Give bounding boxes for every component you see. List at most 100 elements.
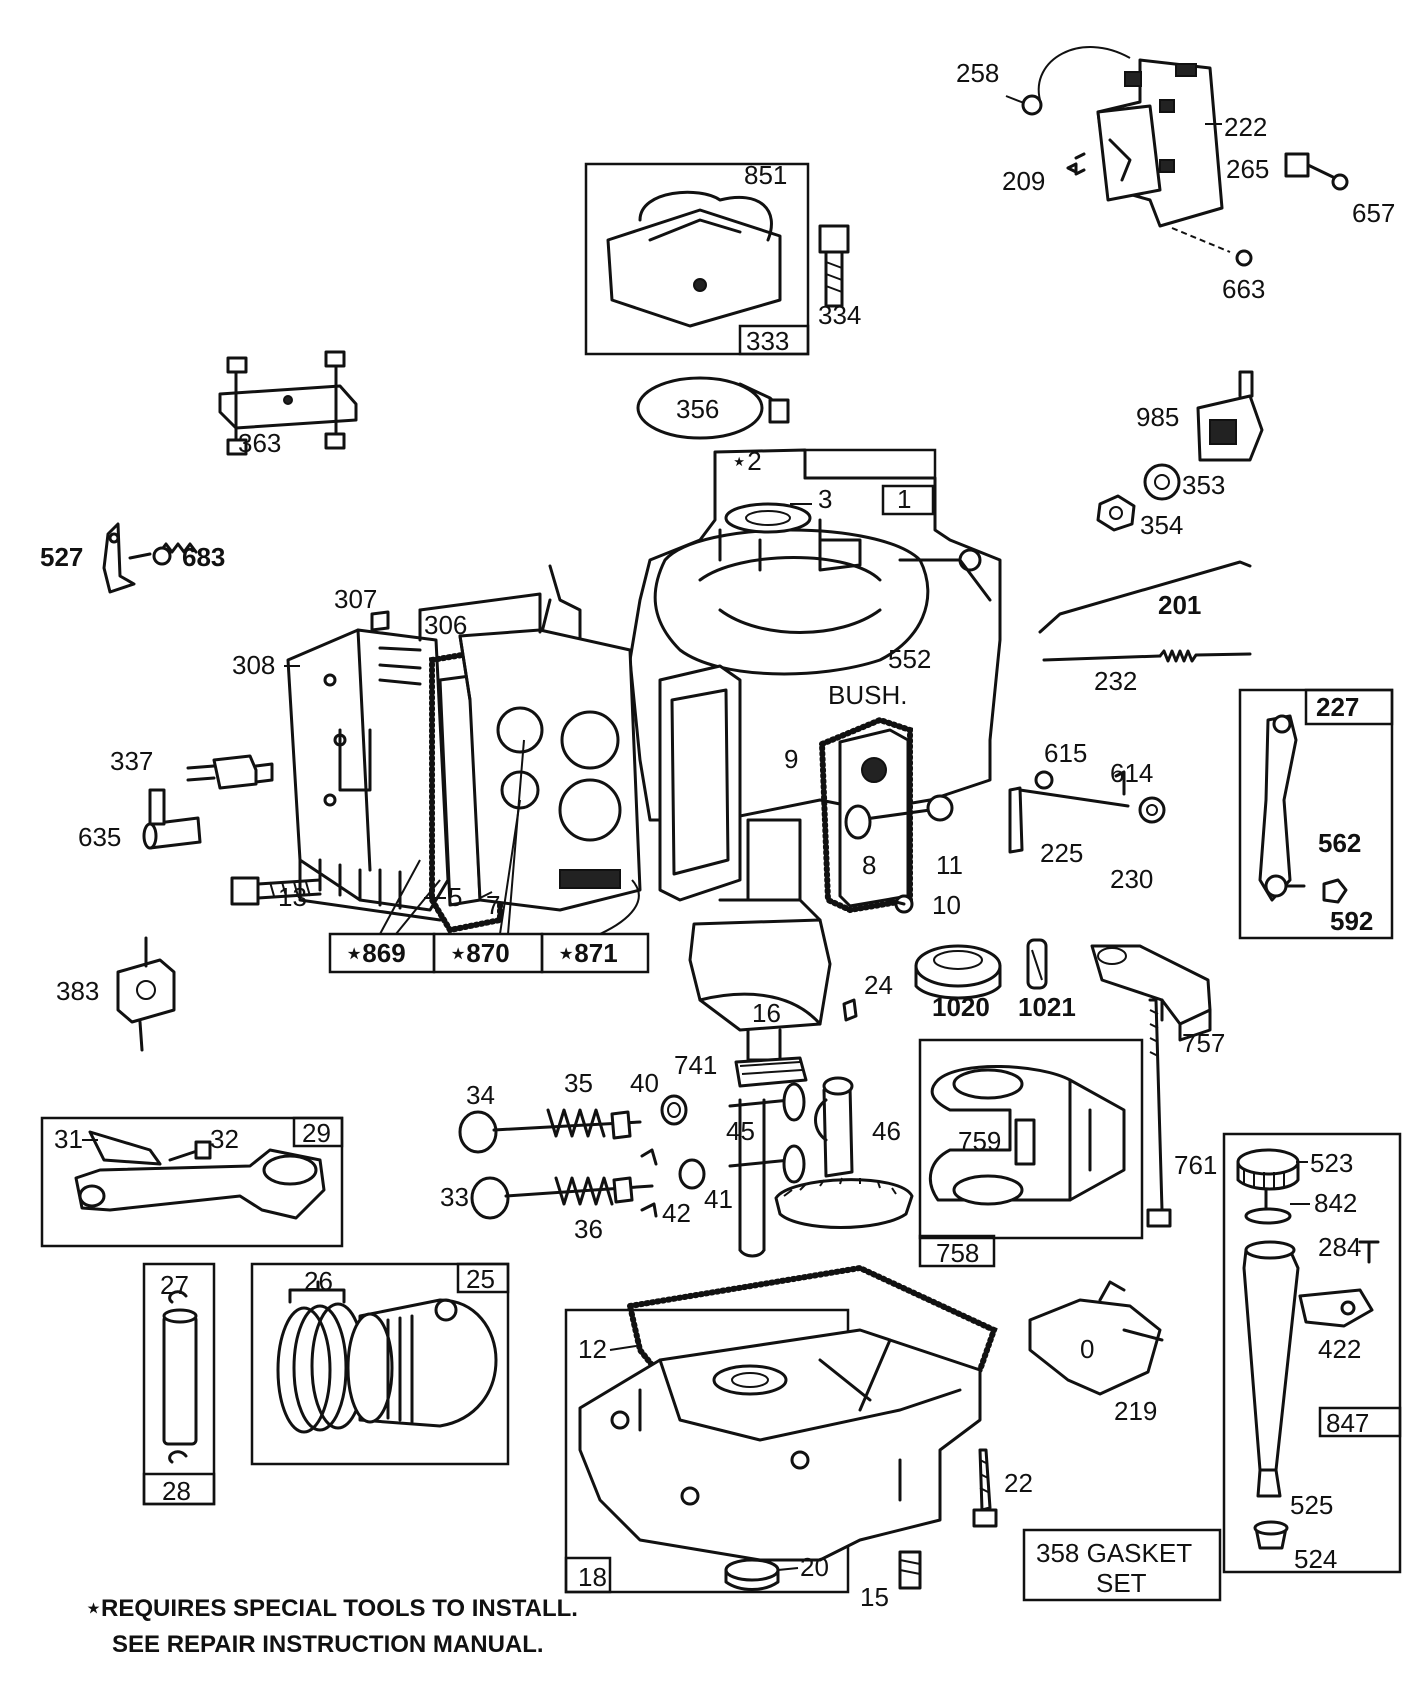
washer-353	[1143, 463, 1181, 501]
part-label-663: 663	[1222, 274, 1265, 304]
part-label-28: 28	[162, 1476, 191, 1506]
part-label-36: 36	[574, 1214, 603, 1244]
part-label-201: 201	[1158, 590, 1201, 620]
bracket-363	[218, 350, 358, 456]
part-label-842: 842	[1314, 1188, 1357, 1218]
part-label-657: 657	[1352, 198, 1395, 228]
part-label-552: 552	[888, 644, 931, 674]
armature-box	[584, 162, 810, 356]
part-label-20: 20	[800, 1552, 829, 1582]
bolt-334	[818, 224, 850, 308]
dipstick-tube	[1236, 1148, 1380, 1550]
part-label-354: 354	[1140, 510, 1183, 540]
part-label-258: 258	[956, 58, 999, 88]
part-label-356: 356	[676, 394, 719, 424]
part-label-871: ⋆871	[558, 938, 618, 968]
tappet-759	[928, 1065, 1126, 1206]
part-label-592: 592	[1330, 906, 1373, 936]
part-label-16: 16	[752, 998, 781, 1028]
part-label-383: 383	[56, 976, 99, 1006]
part-label-308: 308	[232, 650, 275, 680]
part-label-851: 851	[744, 160, 787, 190]
part-label-523: 523	[1310, 1148, 1353, 1178]
gasket-tag-boxes	[328, 739, 650, 974]
breather-assembly	[818, 716, 954, 914]
part-label-29: 29	[302, 1118, 331, 1148]
governor-lever-562	[1258, 714, 1348, 904]
part-label-3: 3	[818, 484, 832, 514]
bolt-761	[1146, 998, 1172, 1228]
part-label-847: 847	[1326, 1408, 1369, 1438]
part-label-5: 5	[448, 882, 462, 912]
part-label-265: 265	[1226, 154, 1269, 184]
part-label-45: 45	[726, 1116, 755, 1146]
part-label-869: ⋆869	[346, 938, 406, 968]
part-label-34: 34	[466, 1080, 495, 1110]
part-label-32: 32	[210, 1124, 239, 1154]
valve-chamber	[658, 664, 742, 902]
part-label-562: 562	[1318, 828, 1361, 858]
part-label-41: 41	[704, 1184, 733, 1214]
crankshaft-16	[688, 818, 832, 1088]
part-label-527: 527	[40, 542, 83, 572]
part-label-353: 353	[1182, 470, 1225, 500]
tappet-box	[918, 1038, 1144, 1240]
governor-link-201	[1038, 560, 1252, 634]
part-label-615: 615	[1044, 738, 1087, 768]
gasket-set-line2: SET	[1096, 1568, 1147, 1598]
clip-527	[102, 522, 198, 594]
governor-shaft-assembly	[1008, 770, 1166, 854]
part-label-11: 11	[936, 850, 963, 880]
footnote-line2: SEE REPAIR INSTRUCTION MANUAL.	[112, 1631, 544, 1658]
footnote-line1: ⋆REQUIRES SPECIAL TOOLS TO INSTALL.	[86, 1595, 578, 1622]
part-label-363: 363	[238, 428, 281, 458]
nut-354	[1096, 494, 1136, 532]
part-label-46: 46	[872, 1116, 901, 1146]
connecting-rod	[74, 1130, 326, 1220]
part-label-227: 227	[1316, 692, 1359, 722]
intake-valve	[458, 1094, 688, 1154]
part-label-22: 22	[1004, 1468, 1033, 1498]
tool-635	[142, 788, 202, 850]
part-label-284: 284	[1318, 1232, 1361, 1262]
part-label-31: 31	[54, 1124, 83, 1154]
ignition-switch-assembly	[1005, 46, 1349, 267]
key-24	[842, 998, 858, 1022]
part-label-422: 422	[1318, 1334, 1361, 1364]
part-label-741: 741	[674, 1050, 717, 1080]
box-tag-18	[564, 1556, 612, 1594]
part-label-12: 12	[578, 1334, 607, 1364]
box-tag-29	[292, 1116, 344, 1148]
part-label-1: 1	[897, 484, 911, 514]
part-label-524: 524	[1294, 1544, 1337, 1574]
oil-fill-box	[1222, 1132, 1402, 1574]
part-label-870: ⋆870	[450, 938, 510, 968]
box-tag-25	[456, 1262, 510, 1294]
governor-spring-232	[1042, 649, 1252, 663]
part-label-7: 7	[486, 890, 500, 920]
cylinder-head-308	[286, 610, 450, 922]
part-label-334: 334	[818, 300, 861, 330]
part-label-222: 222	[1224, 112, 1267, 142]
box-tag-847	[1318, 1406, 1402, 1438]
piston-and-rings	[276, 1280, 498, 1434]
ignition-armature	[606, 190, 782, 328]
part-label-35: 35	[564, 1068, 593, 1098]
part-label-26: 26	[304, 1266, 333, 1296]
connector-985	[1196, 370, 1264, 462]
governor-crank-219	[1028, 1280, 1164, 1396]
gasket-set-line1: 358 GASKET	[1036, 1538, 1192, 1568]
spacer-1021	[1026, 938, 1048, 990]
part-label-219: 219	[1114, 1396, 1157, 1426]
crankcase-cover	[578, 1264, 998, 1562]
part-label-333: 333	[746, 326, 789, 356]
part-label-25: 25	[466, 1264, 495, 1294]
exhaust-valve	[470, 1148, 706, 1220]
camshaft-46	[728, 1076, 914, 1258]
governor-lever-box	[1238, 688, 1394, 940]
part-label-1021: 1021	[1018, 992, 1076, 1022]
part-label-635: 635	[78, 822, 121, 852]
part-label-24: 24	[864, 970, 893, 1000]
oil-seal-1020	[914, 944, 1002, 1000]
